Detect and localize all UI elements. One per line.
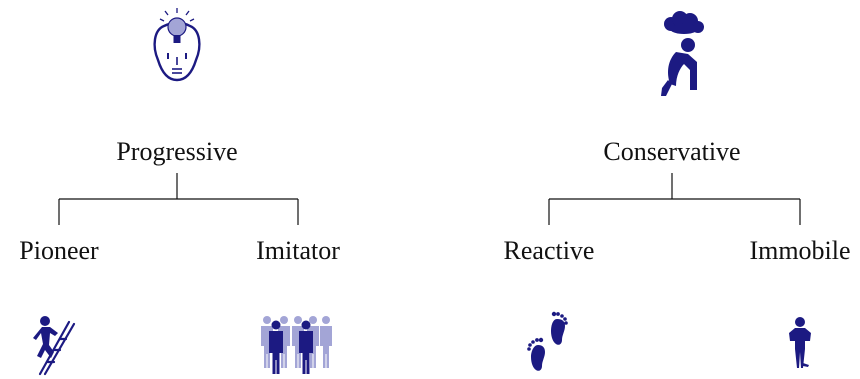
standing-person-icon xyxy=(789,317,811,368)
pioneer-label: Pioneer xyxy=(19,236,99,265)
reactive-label: Reactive xyxy=(504,236,595,265)
immobile-label: Immobile xyxy=(749,236,850,265)
conservative-label: Conservative xyxy=(603,137,740,166)
imitator-label: Imitator xyxy=(256,236,340,265)
crowd-icon xyxy=(261,316,332,374)
thinking-person-cloud-icon xyxy=(661,11,704,96)
progressive-label: Progressive xyxy=(116,137,237,166)
lightbulb-head-icon xyxy=(153,8,201,82)
climbing-ladder-icon xyxy=(33,316,76,376)
tree-connectors xyxy=(58,173,801,225)
footprints-icon xyxy=(527,311,568,371)
